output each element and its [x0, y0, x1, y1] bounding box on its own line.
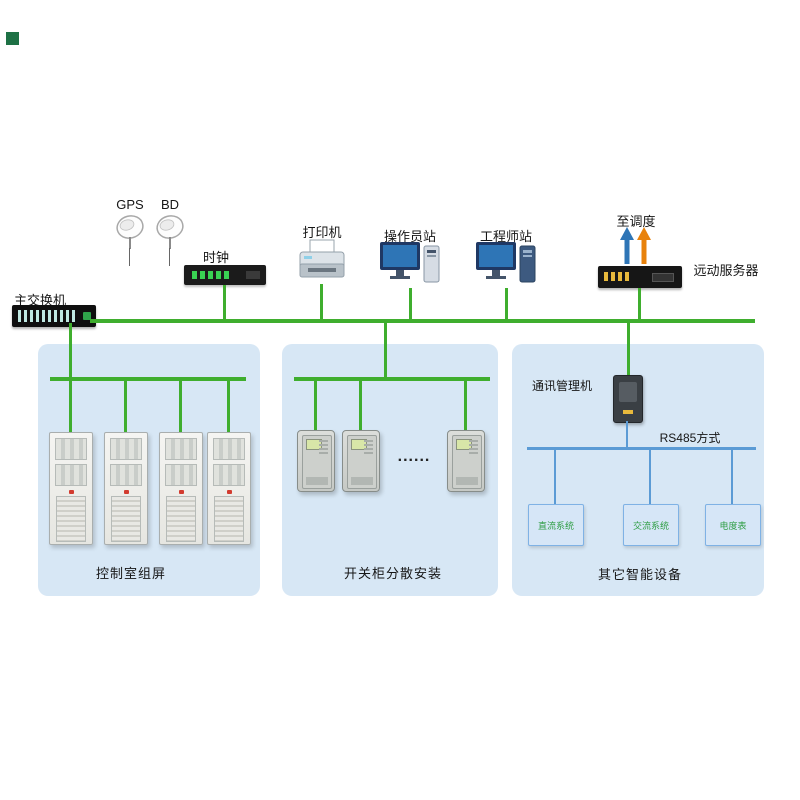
cabinet-vent [166, 496, 196, 542]
cabinet [104, 432, 148, 545]
ac-system-label: 交流系统 [632, 520, 669, 531]
cabinet-module [110, 464, 142, 486]
switchgear-label: 开关柜分散安装 [343, 566, 442, 581]
gps-wire [129, 248, 130, 266]
clock-device [184, 265, 266, 285]
bd-dish-icon [156, 215, 184, 249]
panel2-uplink-line [384, 323, 387, 378]
relay1-link [314, 381, 317, 430]
protection-device [297, 430, 335, 492]
gps-label: GPS [116, 197, 144, 212]
panel1-bus-line [50, 377, 246, 381]
ellipsis-label: ...... [397, 448, 431, 465]
printer-icon [299, 239, 345, 278]
cabinet-module [55, 438, 87, 460]
cabinet [207, 432, 251, 545]
gps-dish-icon [116, 215, 144, 249]
device-face [452, 435, 482, 489]
to-dispatch-label: 至调度 [616, 214, 656, 229]
device-terminal-strip [351, 477, 373, 485]
panel3-uplink-line [627, 323, 630, 376]
server-link-line [638, 288, 641, 319]
device-terminal-strip [306, 477, 328, 485]
dc-system-link [554, 450, 556, 504]
operator-link-line [409, 288, 412, 319]
meter-box: 电度表 [705, 504, 761, 546]
cabinet [49, 432, 93, 545]
cabinet-module [213, 438, 245, 460]
cabinet-module [213, 464, 245, 486]
cabinet1-link [69, 381, 72, 432]
other-devices-label: 其它智能设备 [597, 567, 682, 582]
cabinet-led [123, 490, 129, 494]
bd-label: BD [160, 197, 180, 212]
cabinet-vent [214, 496, 244, 542]
device-buttons [319, 440, 328, 454]
main-switch-device [12, 305, 96, 327]
ac-system-link [649, 450, 651, 504]
clock-label: 时钟 [202, 250, 229, 265]
meter-link [731, 450, 733, 504]
comm-downlink-line [626, 421, 628, 447]
remote-server-device [598, 266, 682, 288]
relay3-link [464, 381, 467, 430]
panel1-uplink-line [69, 323, 72, 378]
printer-link-line [320, 284, 323, 319]
device-buttons [469, 440, 478, 454]
relay2-link [359, 381, 362, 430]
rs485-bus-line [527, 447, 756, 450]
main-switch-label: 主交换机 [13, 293, 66, 308]
device-face [347, 435, 377, 489]
cabinet-module [165, 464, 197, 486]
control-room-label: 控制室组屏 [95, 566, 166, 581]
cabinet3-link [179, 381, 182, 432]
cabinet-led [68, 490, 74, 494]
cabinet-vent [111, 496, 141, 542]
meter-label: 电度表 [719, 520, 747, 531]
cabinet-led [226, 490, 232, 494]
cabinet2-link [124, 381, 127, 432]
ac-system-box: 交流系统 [623, 504, 679, 546]
device-terminal-strip [456, 477, 478, 485]
engineer-link-line [505, 288, 508, 319]
protection-device [447, 430, 485, 492]
operator-station-icon [380, 242, 440, 283]
rs485-label: RS485方式 [659, 431, 721, 445]
bd-wire [169, 248, 170, 266]
cabinet-module [110, 438, 142, 460]
cabinet-vent [56, 496, 86, 542]
panel2-bus-line [294, 377, 490, 381]
cabinet-led [178, 490, 184, 494]
engineer-station-label: 工程师站 [479, 229, 532, 244]
dc-system-label: 直流系统 [537, 520, 574, 531]
engineer-station-icon [476, 242, 536, 283]
protection-device [342, 430, 380, 492]
cabinet4-link [227, 381, 230, 432]
cabinet-module [55, 464, 87, 486]
cabinet [159, 432, 203, 545]
corner-mark [6, 32, 19, 45]
main-bus-line [90, 319, 755, 323]
remote-server-label: 远动服务器 [693, 263, 759, 278]
printer-label: 打印机 [302, 225, 342, 240]
device-face [302, 435, 332, 489]
comm-manager-device [613, 375, 643, 423]
operator-station-label: 操作员站 [383, 229, 436, 244]
comm-manager-label: 通讯管理机 [531, 379, 592, 393]
dispatch-arrows-icon [620, 227, 651, 264]
clock-link-line [223, 285, 226, 319]
dc-system-box: 直流系统 [528, 504, 584, 546]
cabinet-module [165, 438, 197, 460]
device-buttons [364, 440, 373, 454]
